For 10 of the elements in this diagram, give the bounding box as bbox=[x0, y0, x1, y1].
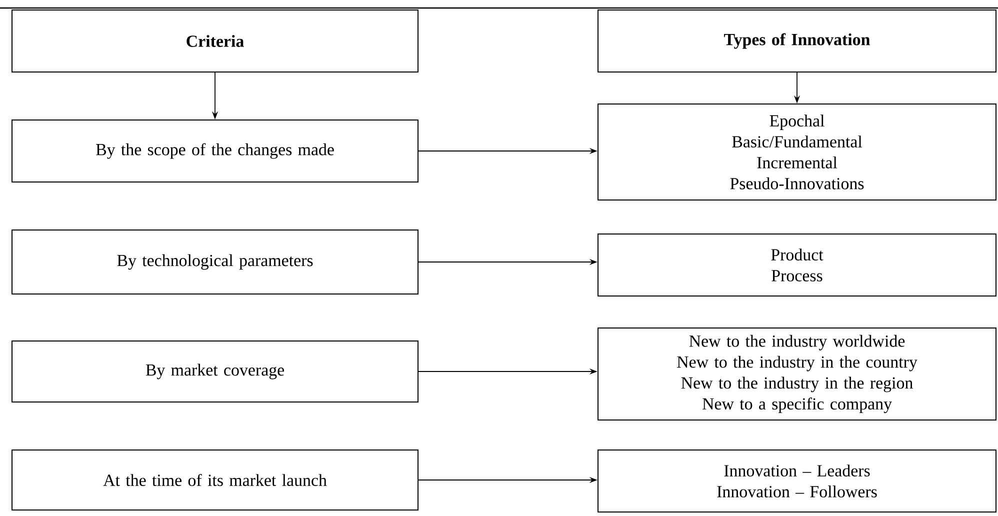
criterion-box: By market coverage bbox=[12, 340, 418, 402]
header-box: Types of Innovation bbox=[598, 10, 996, 72]
criterion-box: By technological parameters bbox=[12, 230, 418, 294]
criterion-box: At the time of its market launch bbox=[12, 450, 418, 510]
types-box: Innovation – Leaders Innovation – Followers bbox=[598, 450, 996, 512]
header-box: Criteria bbox=[12, 10, 418, 72]
types-box: Epochal Basic/Fundamental Incremental Pseudo-Innovations bbox=[598, 104, 996, 200]
criterion-box: By the scope of the changes made bbox=[12, 120, 418, 182]
types-box: New to the industry worldwide New to the industry in the country New to the industry in the region New to a specific company bbox=[598, 328, 996, 420]
types-box: Product Process bbox=[598, 234, 996, 296]
